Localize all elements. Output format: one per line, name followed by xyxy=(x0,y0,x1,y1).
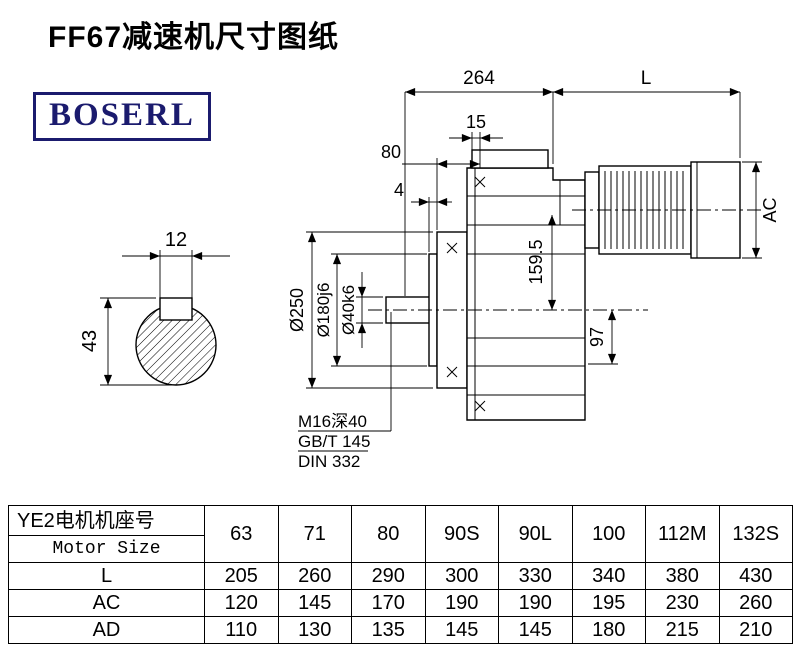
row-label-ad: AD xyxy=(8,616,205,644)
table-cell: 380 xyxy=(645,562,720,590)
gearbox-housing xyxy=(466,167,586,421)
table-cell: 195 xyxy=(571,589,646,617)
table-cell: 145 xyxy=(424,616,499,644)
dim-label-264: 264 xyxy=(463,68,495,89)
dimension-labels: 264 L 15 80 4 12 43 Ø250 Ø180j6 Ø40k6 15… xyxy=(79,68,780,352)
size-column-132s: 132S xyxy=(718,505,793,563)
size-column-63: 63 xyxy=(204,505,279,563)
table-cell: 110 xyxy=(204,616,279,644)
table-cell: 210 xyxy=(718,616,793,644)
dim-label-motor-length: L xyxy=(641,68,652,89)
table-header-row: YE2电机机座号 Motor Size 63 71 80 90S 90L 100… xyxy=(8,505,793,563)
size-column-100: 100 xyxy=(571,505,646,563)
size-column-80: 80 xyxy=(351,505,426,563)
dim-label-key-width: 12 xyxy=(165,229,187,251)
table-row-ad: AD 110 130 135 145 145 180 215 210 xyxy=(8,616,793,644)
note-tap: M16深40 xyxy=(298,412,367,431)
dim-label-159-5: 159.5 xyxy=(526,239,546,284)
motor-size-header-en: Motor Size xyxy=(52,538,161,559)
size-column-90s: 90S xyxy=(424,505,499,563)
table-cell: 170 xyxy=(351,589,426,617)
table-cell: 120 xyxy=(204,589,279,617)
size-column-112m: 112M xyxy=(645,505,720,563)
shaft-section-view xyxy=(135,297,217,386)
table-cell: 180 xyxy=(571,616,646,644)
table-cell: 205 xyxy=(204,562,279,590)
table-row-ac: AC 120 145 170 190 190 195 230 260 xyxy=(8,589,793,617)
main-side-view xyxy=(385,149,741,421)
brand-logo: BOSERL xyxy=(33,92,211,141)
table-cell: 145 xyxy=(277,589,352,617)
row-label-ac: AC xyxy=(8,589,205,617)
table-cell: 340 xyxy=(571,562,646,590)
dim-label-shaft-od: Ø40k6 xyxy=(339,285,358,335)
table-cell: 330 xyxy=(498,562,573,590)
table-cell: 260 xyxy=(718,589,793,617)
tap-notes: M16深40 GB/T 145 DIN 332 xyxy=(298,412,370,471)
note-std1: GB/T 145 xyxy=(298,432,370,451)
dim-label-15: 15 xyxy=(466,112,486,132)
brand-logo-text: BOSERL xyxy=(49,97,195,133)
table-cell: 190 xyxy=(498,589,573,617)
housing-top-step xyxy=(471,149,549,169)
dim-label-key-height: 43 xyxy=(79,330,101,352)
row-label-l: L xyxy=(8,562,205,590)
table-cell: 215 xyxy=(645,616,720,644)
dim-label-4: 4 xyxy=(394,180,404,200)
motor-size-header-cell: YE2电机机座号 Motor Size xyxy=(8,505,205,563)
table-cell: 135 xyxy=(351,616,426,644)
table-row-l: L 205 260 290 300 330 340 380 430 xyxy=(8,562,793,590)
size-column-71: 71 xyxy=(277,505,352,563)
page-title: FF67减速机尺寸图纸 xyxy=(48,21,340,54)
table-cell: 260 xyxy=(277,562,352,590)
size-column-90l: 90L xyxy=(498,505,573,563)
dimension-lines xyxy=(100,87,762,452)
table-cell: 230 xyxy=(645,589,720,617)
dim-label-motor-od: AC xyxy=(760,197,780,222)
note-std2: DIN 332 xyxy=(298,452,360,471)
table-cell: 300 xyxy=(424,562,499,590)
motor-size-table: YE2电机机座号 Motor Size 63 71 80 90S 90L 100… xyxy=(8,505,793,644)
centerlines xyxy=(368,209,762,311)
table-cell: 130 xyxy=(277,616,352,644)
table-cell: 190 xyxy=(424,589,499,617)
dim-label-97: 97 xyxy=(587,327,607,347)
dimension-drawing: 264 L 15 80 4 12 43 Ø250 Ø180j6 Ø40k6 15… xyxy=(79,68,780,471)
motor-size-header-cn: YE2电机机座号 xyxy=(9,507,204,536)
table-cell: 430 xyxy=(718,562,793,590)
table-cell: 145 xyxy=(498,616,573,644)
table-cell: 290 xyxy=(351,562,426,590)
dim-label-flange-od: Ø250 xyxy=(287,288,307,332)
dim-label-80: 80 xyxy=(381,142,401,162)
dim-label-spigot-od: Ø180j6 xyxy=(314,283,333,338)
keyway xyxy=(159,297,193,321)
